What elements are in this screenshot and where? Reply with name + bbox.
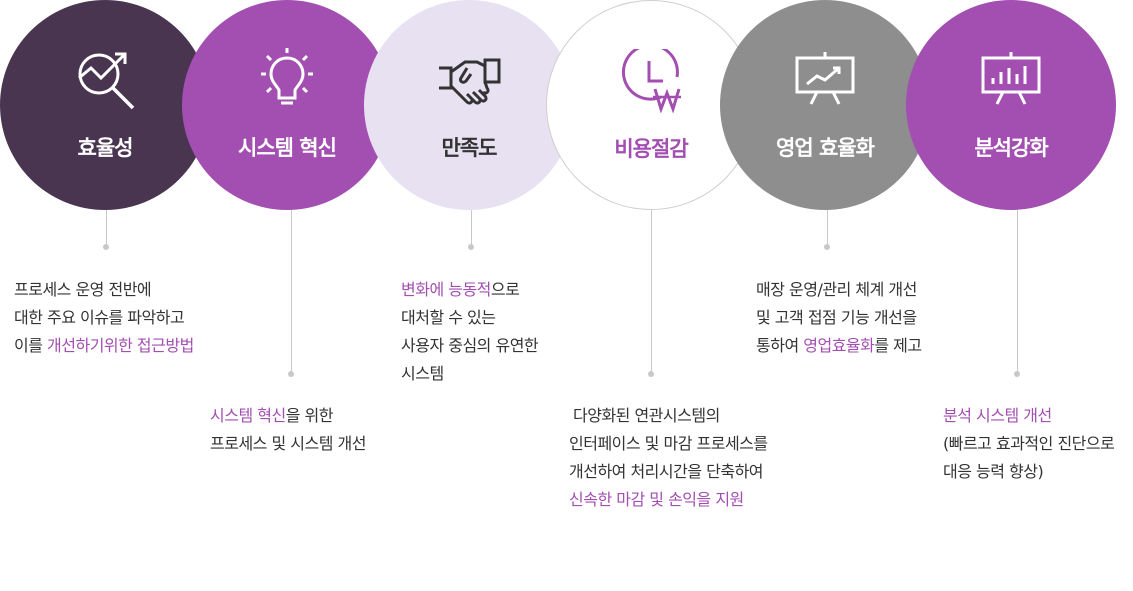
desc-sales-efficiency: 매장 운영/관리 체계 개선 및 고객 접점 기능 개선을 통하여 영업효율화를… xyxy=(756,276,922,360)
title-system-innovation: 시스템 혁신 xyxy=(238,136,337,160)
desc-analysis: 분석 시스템 개선 (빠르고 효과적인 진단으로 대응 능력 향상) xyxy=(943,402,1115,486)
connector-dot-3 xyxy=(468,244,474,250)
desc-line: 다양화된 연관시스템의 xyxy=(573,406,720,425)
clock-won-icon xyxy=(621,49,681,113)
circle-system-innovation: 시스템 혁신 xyxy=(182,0,392,210)
desc-line: 통하여 영업효율화를 제고 xyxy=(756,332,922,360)
connector-dot-2 xyxy=(288,371,294,377)
desc-line: 대응 능력 향상) xyxy=(943,462,1044,481)
desc-highlight: 신속한 마감 및 손익을 지원 xyxy=(569,490,744,509)
desc-line: 인터페이스 및 마감 프로세스를 xyxy=(569,434,768,453)
title-sales-efficiency: 영업 효율화 xyxy=(776,136,875,160)
desc-line: (빠르고 효과적인 진단으로 xyxy=(943,434,1115,453)
desc-text: 으로 xyxy=(490,280,520,299)
desc-line: 및 고객 접점 기능 개선을 xyxy=(756,308,917,327)
circle-analysis: 분석강화 xyxy=(906,0,1116,210)
circle-efficiency: 효율성 xyxy=(0,0,210,210)
title-analysis: 분석강화 xyxy=(974,136,1048,160)
connector-dot-6 xyxy=(1014,371,1020,377)
desc-efficiency: 프로세스 운영 전반에 대한 주요 이슈를 파악하고 이를 개선하기위한 접근방… xyxy=(14,276,194,360)
lightbulb-icon xyxy=(261,48,313,105)
presentation-chart-icon xyxy=(795,52,855,105)
connector-line-1 xyxy=(106,210,107,246)
desc-text: 이를 xyxy=(14,336,48,355)
desc-line: 프로세스 및 시스템 개선 xyxy=(210,434,366,453)
connector-line-6 xyxy=(1017,210,1018,372)
desc-highlight: 영업효율화 xyxy=(803,336,875,355)
desc-line: 시스템 혁신을 위한 xyxy=(210,402,366,430)
handshake-icon xyxy=(439,58,501,105)
desc-line: 매장 운영/관리 체계 개선 xyxy=(756,280,917,299)
desc-highlight: 시스템 혁신 xyxy=(210,406,286,425)
desc-cost-reduction: 다양화된 연관시스템의 인터페이스 및 마감 프로세스를 개선하여 처리시간을 … xyxy=(569,402,768,514)
desc-satisfaction: 변화에 능동적으로 대처할 수 있는 사용자 중심의 유연한 시스템 xyxy=(401,276,539,388)
title-cost-reduction: 비용절감 xyxy=(614,137,688,161)
desc-highlight: 개선하기위한 접근방법 xyxy=(47,336,194,355)
desc-line: 개선하여 처리시간을 단축하여 xyxy=(569,462,764,481)
desc-line: 이를 개선하기위한 접근방법 xyxy=(14,332,194,360)
title-efficiency: 효율성 xyxy=(77,136,134,160)
desc-line: 변화에 능동적으로 xyxy=(401,276,538,304)
magnifier-trend-icon xyxy=(78,52,135,110)
title-satisfaction: 만족도 xyxy=(441,136,498,160)
circle-satisfaction: 만족도 xyxy=(364,0,574,210)
circle-sales-efficiency: 영업 효율화 xyxy=(720,0,930,210)
desc-highlight: 분석 시스템 개선 xyxy=(943,406,1052,425)
desc-line: 대한 주요 이슈를 파악하고 xyxy=(14,308,185,327)
connector-line-4 xyxy=(651,210,652,372)
desc-system-innovation: 시스템 혁신을 위한 프로세스 및 시스템 개선 xyxy=(210,402,366,458)
desc-text: 를 제고 xyxy=(874,336,922,355)
desc-text: 을 위한 xyxy=(285,406,334,425)
analysis-board-icon xyxy=(981,52,1041,105)
connector-dot-4 xyxy=(648,371,654,377)
connector-line-5 xyxy=(827,210,828,246)
desc-line: 대처할 수 있는 xyxy=(401,308,496,327)
connector-dot-5 xyxy=(824,244,830,250)
connector-line-3 xyxy=(471,210,472,246)
desc-line: 시스템 xyxy=(401,364,444,383)
connector-line-2 xyxy=(291,210,292,372)
desc-line: 프로세스 운영 전반에 xyxy=(14,280,152,299)
connector-dot-1 xyxy=(103,244,109,250)
desc-highlight: 변화에 능동적 xyxy=(401,280,491,299)
desc-line: 사용자 중심의 유연한 xyxy=(401,336,539,355)
desc-text: 통하여 xyxy=(756,336,804,355)
